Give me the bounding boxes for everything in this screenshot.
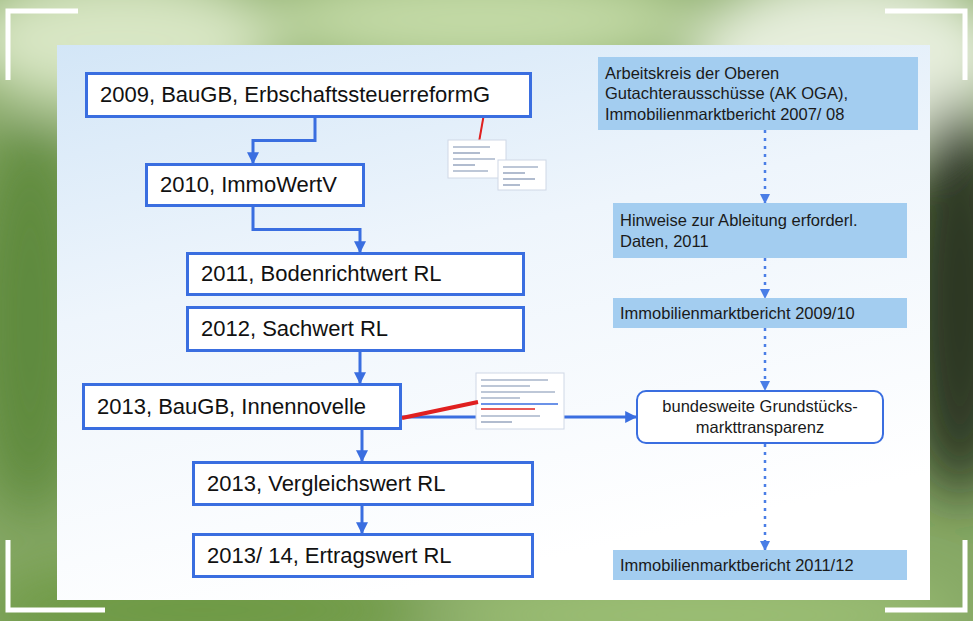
report-box: Immobilienmarktbericht 2011/12 [613, 550, 907, 580]
dotted-arrow [764, 444, 767, 550]
content-panel [57, 45, 930, 600]
dotted-arrow [764, 258, 767, 298]
corner-brackets [8, 11, 965, 610]
red-leader [402, 402, 478, 418]
box-text: Immobilienmarktbericht 2009/10 [620, 303, 855, 323]
dotted-arrow [764, 328, 767, 390]
flow-arrow [361, 506, 364, 533]
box-text: bundesweite Grundstücks- markttransparen… [646, 396, 874, 437]
law-box: 2011, Bodenrichtwert RL [186, 252, 525, 296]
box-text: 2013, Vergleichswert RL [207, 471, 445, 497]
flow-arrow [253, 118, 315, 163]
law-box: 2009, BauGB, ErbschaftssteuerreformG [85, 72, 532, 118]
box-text: Arbeitskreis der Oberen Gutachterausschü… [605, 63, 911, 123]
report-box: Hinweise zur Ableitung erforderl. Daten,… [613, 203, 907, 258]
box-text: 2012, Sachwert RL [201, 316, 388, 342]
box-text: Immobilienmarktbericht 2011/12 [620, 555, 854, 575]
flow-arrow [253, 207, 360, 252]
box-text: 2013, BauGB, Innennovelle [97, 394, 366, 420]
box-text: 2010, ImmoWertV [160, 172, 337, 198]
document-thumbnail [448, 140, 546, 190]
law-box: 2013, Vergleichswert RL [192, 461, 534, 506]
box-text: 2009, BauGB, ErbschaftssteuerreformG [100, 82, 490, 108]
law-box: 2012, Sachwert RL [186, 306, 525, 352]
box-text: 2013/ 14, Ertragswert RL [207, 543, 452, 569]
report-box: Immobilienmarktbericht 2009/10 [613, 298, 907, 328]
flow-arrow [361, 430, 364, 461]
dotted-arrow [764, 130, 767, 203]
box-text: Hinweise zur Ableitung erforderl. Daten,… [620, 210, 900, 250]
flow-arrow [359, 352, 362, 383]
law-box: 2013/ 14, Ertragswert RL [192, 533, 534, 578]
goal-box: bundesweite Grundstücks- markttransparen… [636, 390, 884, 444]
document-thumbnail [476, 373, 564, 429]
report-box: Arbeitskreis der Oberen Gutachterausschü… [598, 57, 918, 130]
law-box: 2013, BauGB, Innennovelle [82, 383, 402, 430]
law-box: 2010, ImmoWertV [145, 163, 365, 207]
box-text: 2011, Bodenrichtwert RL [201, 261, 442, 287]
